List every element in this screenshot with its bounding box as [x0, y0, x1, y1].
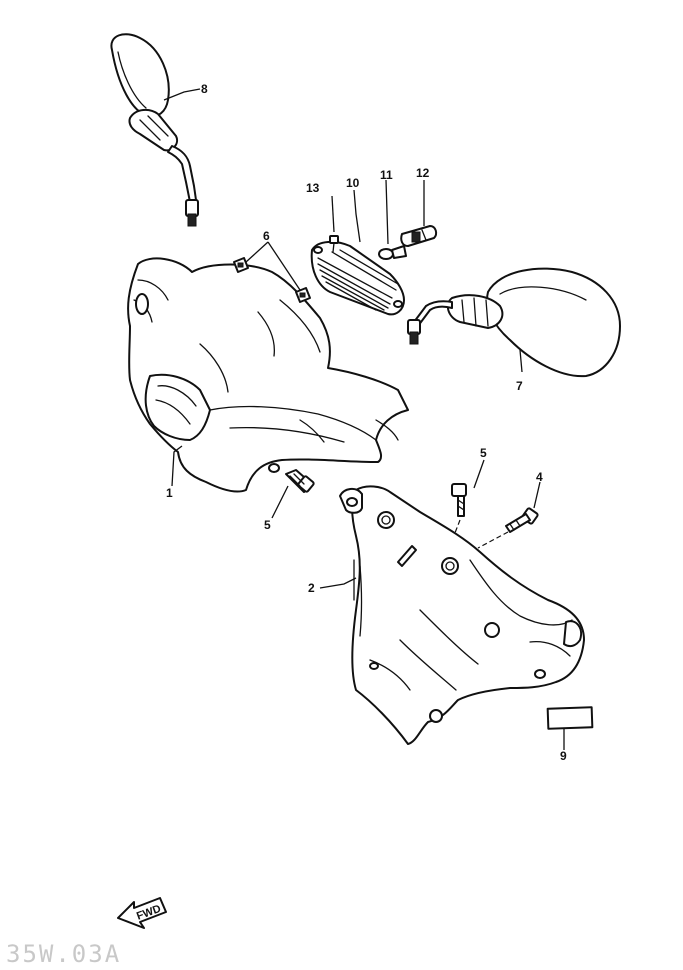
screw-right: [451, 483, 467, 517]
callout-10: 10: [346, 176, 360, 190]
callout-12: 12: [416, 166, 430, 180]
bulb-socket: [400, 225, 438, 247]
callout-5-left: 5: [264, 518, 271, 532]
leader-lines: [163, 88, 565, 750]
label-sticker: [546, 706, 594, 730]
callout-5-right: 5: [480, 446, 487, 460]
callout-8: 8: [201, 82, 208, 96]
callout-2: 2: [308, 581, 315, 595]
callout-7: 7: [516, 379, 523, 393]
screw-four: [505, 507, 539, 533]
left-mirror: [110, 33, 199, 227]
callout-11: 11: [380, 168, 393, 182]
callout-9: 9: [560, 749, 567, 763]
right-mirror: [407, 267, 621, 378]
callout-labels: 1 2 4 5 5 6 7 8 9 10 11 12 13: [166, 82, 567, 763]
front-cover: [127, 257, 409, 493]
forward-arrow-icon: FWD: [117, 897, 167, 929]
headlight-lens: [310, 240, 405, 316]
nut-clips: [233, 257, 311, 303]
screw-left: [285, 469, 315, 493]
diagram-code: 35W.03A: [6, 940, 121, 968]
rear-cover: [339, 485, 585, 745]
lens-screw: [329, 235, 339, 253]
callout-6: 6: [263, 229, 270, 243]
bulb: [378, 245, 407, 260]
callout-13: 13: [306, 181, 320, 195]
callout-1: 1: [166, 486, 173, 500]
callout-4: 4: [536, 470, 543, 484]
